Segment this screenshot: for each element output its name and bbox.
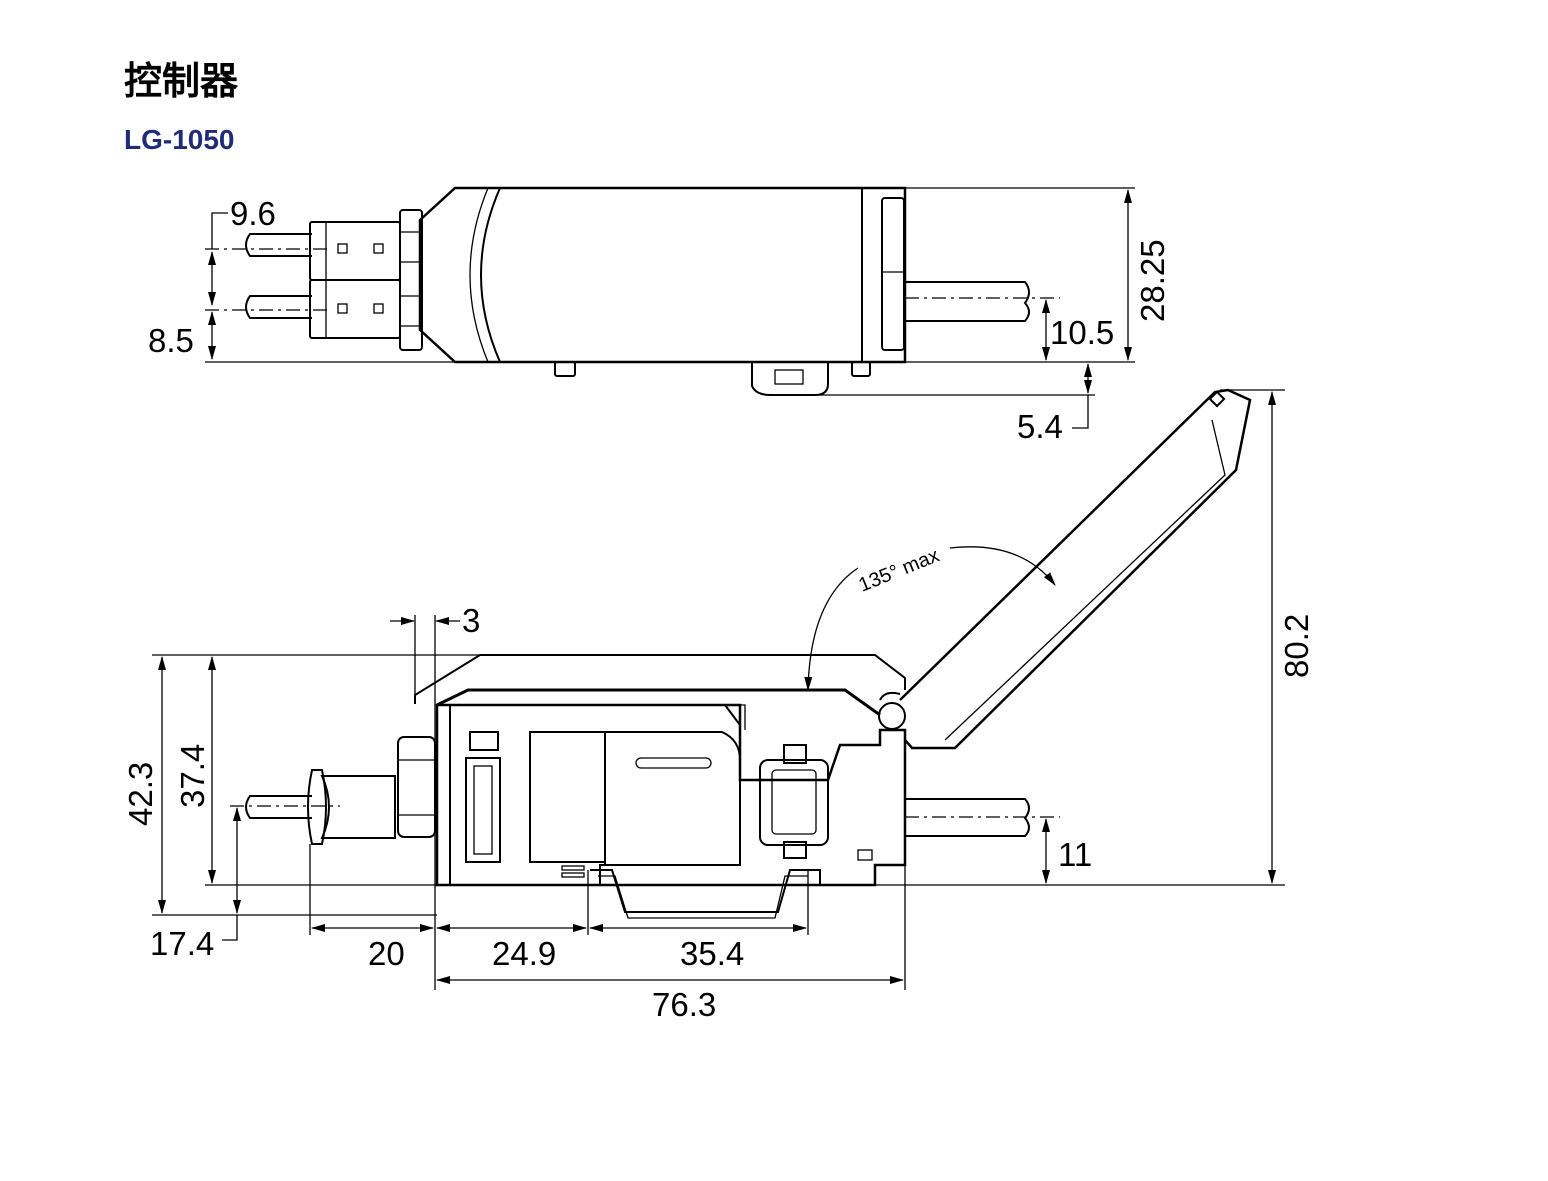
dim-body-height: 37.4 — [174, 744, 211, 808]
side-view: 3 42.3 37.4 17.4 20 24.9 35.4 76.3 11 80… — [122, 388, 1315, 1023]
top-view: 9.6 8.5 28.25 10.5 5.4 — [148, 186, 1171, 445]
dim-lower-offset: 8.5 — [148, 322, 194, 359]
dim-connector-length: 20 — [368, 935, 405, 972]
dim-pitch: 9.6 — [230, 195, 276, 232]
dim-clip-depth: 5.4 — [1017, 408, 1063, 445]
dim-rail-span: 35.4 — [680, 935, 744, 972]
dim-cable-height: 10.5 — [1050, 314, 1114, 351]
dim-cable-axis: 17.4 — [150, 925, 214, 962]
dim-overall-height: 42.3 — [122, 762, 159, 826]
model-number: LG-1050 — [124, 124, 235, 155]
dim-total-length: 76.3 — [652, 986, 716, 1023]
dim-right-cable: 11 — [1058, 836, 1092, 873]
page-title: 控制器 — [124, 59, 239, 103]
dim-height: 28.25 — [1134, 239, 1171, 322]
dim-cover-gap: 3 — [462, 602, 480, 639]
dim-cover-angle: 135° max — [856, 545, 943, 597]
dim-open-height: 80.2 — [1278, 614, 1315, 678]
dim-front-to-rail: 24.9 — [492, 935, 556, 972]
